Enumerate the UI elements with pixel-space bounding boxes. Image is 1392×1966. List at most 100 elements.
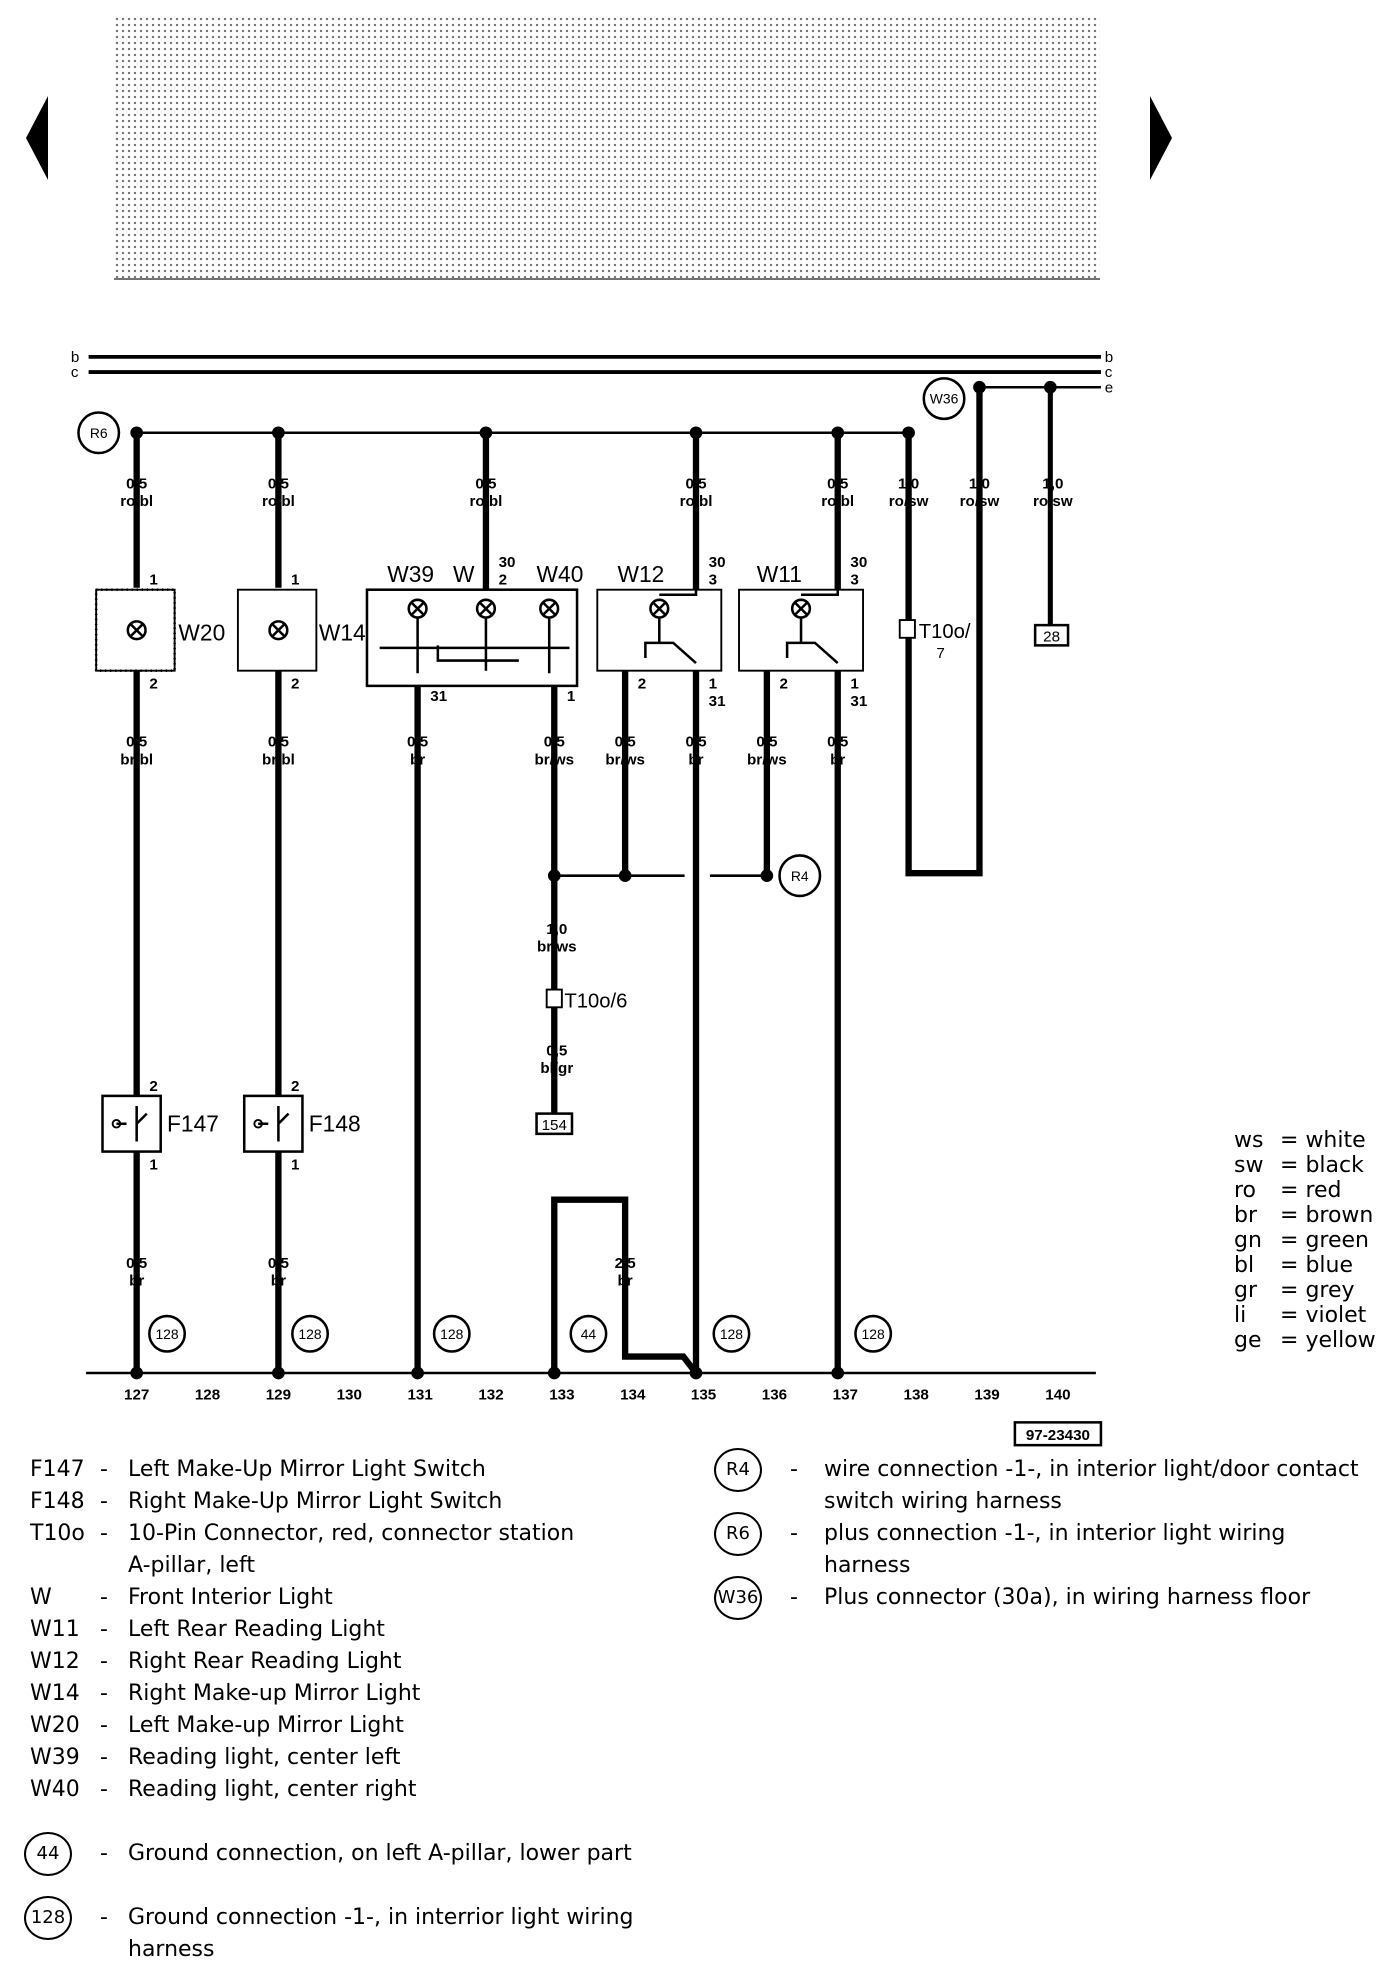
bottom-track-numbers: 127 128 129 130 131 132 133 134 135 136 … [124,1387,1071,1404]
svg-text:30: 30 [709,554,726,571]
svg-text:131: 131 [407,1387,433,1404]
svg-text:br/ws: br/ws [537,939,577,956]
legend-text: plus connection -1-, in interior light w… [824,1521,1286,1546]
svg-text:0,5: 0,5 [268,475,290,492]
diagram-id-label: 97-23430 [1026,1427,1090,1444]
svg-text:1: 1 [149,1156,158,1173]
component-W20-label: W20 [178,619,225,645]
legend-dash: - [100,1713,108,1738]
ground-symbol-circle: 44 [24,1832,72,1876]
color-eq: = [1280,1328,1299,1353]
color-code: li [1234,1303,1247,1328]
color-legend-row: ro= red [1234,1178,1376,1203]
legend-dash: - [100,1617,108,1642]
svg-text:br/ws: br/ws [747,751,787,768]
svg-text:31: 31 [850,693,867,710]
svg-text:134: 134 [620,1387,646,1404]
wire-specs: 0,5ro/bl 0,5ro/bl 0,5ro/bl 0,5ro/bl 0,5r… [120,475,1073,1289]
wires [133,384,1053,1378]
svg-text:0,5: 0,5 [126,475,148,492]
ground-44: 44 [581,1326,597,1342]
svg-text:1: 1 [291,572,300,589]
color-legend-row: br= brown [1234,1203,1376,1228]
legend-text: Left Make-up Mirror Light [128,1713,404,1738]
legend-text: Ground connection, on left A-pillar, low… [128,1841,632,1866]
svg-text:138: 138 [904,1387,929,1404]
ground-dots [130,1366,845,1380]
component-F147-label: F147 [167,1110,219,1136]
color-code: sw [1234,1153,1264,1178]
reference-box-154-label: 154 [542,1117,567,1134]
svg-text:0,5: 0,5 [268,1255,290,1272]
diagram-id-box: 97-23430 [1013,1421,1103,1447]
color-code: ge [1234,1328,1262,1353]
color-legend-row: bl= blue [1234,1253,1376,1278]
connector-T10o-6-label: T10o/6 [564,990,627,1012]
legend-text: Ground connection -1-, in interrior ligh… [128,1905,634,1930]
rail-label-c-left: c [71,364,79,381]
svg-text:0,5: 0,5 [407,734,429,751]
legend-text: wire connection -1-, in interior light/d… [824,1457,1359,1482]
rail-label-e-right: e [1105,379,1113,396]
color-legend-row: gr= grey [1234,1278,1376,1303]
circle-R6: R6 [77,411,121,455]
svg-text:0,5: 0,5 [827,734,849,751]
legend-text-2: switch wiring harness [824,1489,1062,1514]
legend-code: W11 [30,1617,80,1642]
svg-text:133: 133 [549,1387,574,1404]
svg-text:140: 140 [1045,1387,1070,1404]
color-eq: = [1280,1278,1299,1303]
svg-text:0,5: 0,5 [685,734,707,751]
color-eq: = [1280,1153,1299,1178]
legend-text-2: harness [824,1553,911,1578]
ground-128-c: 128 [440,1326,463,1342]
header-dotted-image [114,16,1100,280]
svg-text:br: br [618,1273,633,1290]
svg-text:31: 31 [709,693,726,710]
svg-text:2: 2 [780,675,788,692]
svg-text:ro/sw: ro/sw [960,493,1000,510]
svg-text:30: 30 [850,554,867,571]
svg-text:1: 1 [149,572,158,589]
color-eq: = [1280,1253,1299,1278]
legend-dash: - [100,1905,108,1930]
legend-code: T10o [30,1521,85,1546]
component-W-label: W [453,561,475,587]
svg-text:0,5: 0,5 [827,475,849,492]
ground-symbol-circle: 128 [24,1896,72,1940]
svg-text:132: 132 [478,1387,503,1404]
svg-text:ro/bl: ro/bl [120,493,153,510]
color-name: yellow [1305,1328,1376,1353]
svg-text:ro/bl: ro/bl [680,493,713,510]
connector-T10o-7-label: T10o/ [919,621,971,643]
svg-text:0,5: 0,5 [615,734,637,751]
component-W11-label: W11 [757,561,802,587]
component-W20: W20 [94,588,225,672]
svg-text:br: br [129,1273,144,1290]
svg-text:2,5: 2,5 [615,1255,637,1272]
svg-text:2: 2 [149,1078,157,1095]
svg-text:1,0: 1,0 [546,921,567,938]
color-name: blue [1305,1253,1353,1278]
next-page-arrow-icon[interactable] [1150,96,1172,180]
legend-text-2: A-pillar, left [128,1553,255,1578]
color-legend-row: ws= white [1234,1128,1376,1153]
previous-page-arrow-icon[interactable] [26,96,48,180]
svg-text:0,5: 0,5 [126,1255,148,1272]
bus-rails [88,354,1101,435]
svg-text:0,5: 0,5 [685,475,707,492]
svg-text:br/bl: br/bl [262,751,295,768]
svg-text:br: br [410,751,425,768]
svg-text:129: 129 [266,1387,291,1404]
connection-symbol-circle: R4 [714,1448,762,1492]
svg-text:2: 2 [499,572,507,589]
circle-R6-label: R6 [90,425,108,441]
svg-text:1: 1 [850,675,859,692]
color-code: ro [1234,1178,1257,1203]
svg-text:0,5: 0,5 [544,734,566,751]
legend-dash: - [100,1777,108,1802]
legend-dash: - [100,1585,108,1610]
legend-dash: - [790,1521,798,1546]
legend-text: Left Rear Reading Light [128,1617,385,1642]
color-name: violet [1305,1303,1367,1328]
